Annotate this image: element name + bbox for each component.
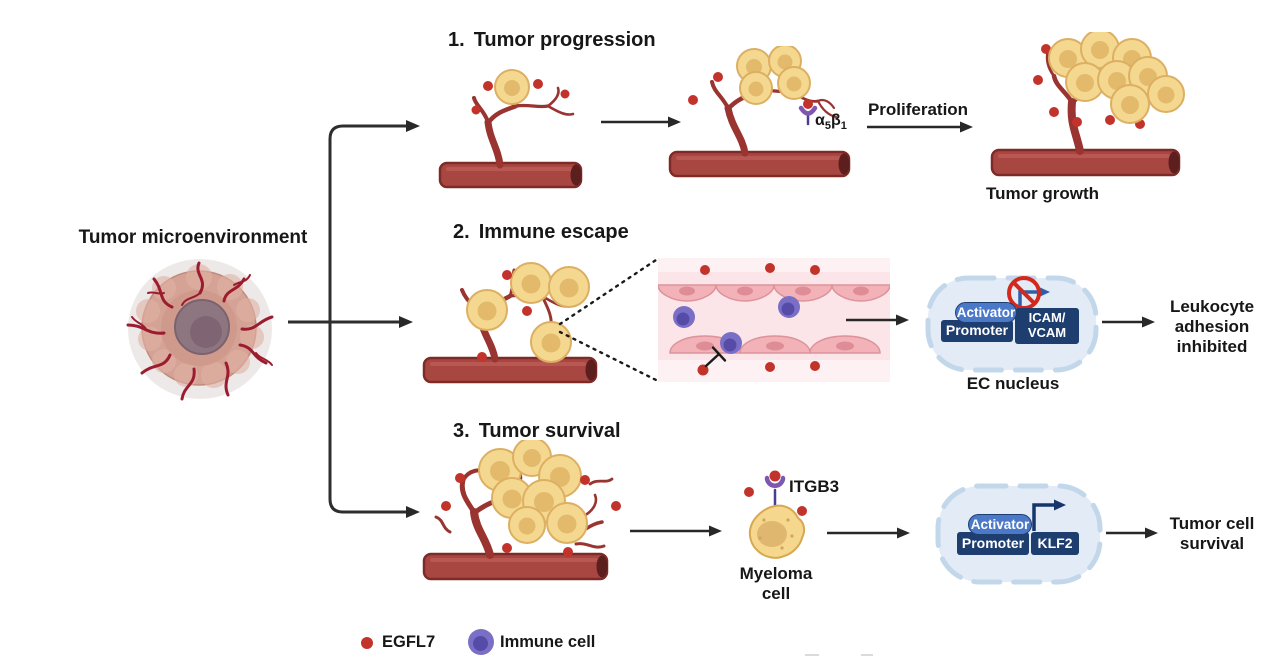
promoter-box: Promoter [957,532,1029,555]
arrow-nucleus-to-survival-outcome [1106,527,1158,539]
gene-line1: ICAM/ [1028,310,1066,326]
blood-vessel [668,150,851,178]
klf2-gene-box: KLF2 [1031,532,1079,555]
legend-egfl7-label: EGFL7 [382,633,436,651]
activator-pill: Activator [955,302,1017,323]
tumor-growth-label: Tumor growth [986,184,1099,203]
blood-vessel [422,552,609,581]
itgb3-label: ITGB3 [789,477,840,496]
branch-bracket [288,120,420,518]
tumor-microenvironment-illustration [126,259,274,401]
icam-vcam-gene-box: ICAM/VCAM [1015,308,1079,344]
endothelial-cells-bottom [669,335,881,354]
tumor-growth-illustration [990,32,1185,177]
blood-vessel [438,161,583,189]
tumor-survival-cluster-illustration [422,440,621,581]
pathway1-heading: 1.Tumor progression [448,29,656,51]
gene-line2: VCAM [1027,325,1067,340]
myeloma-nucleus: Activator Promoter KLF2 [930,476,1108,588]
itgb3-receptor-icon [764,470,786,509]
activator-pill: Activator [968,514,1032,535]
pathway3-heading: 3.Tumor survival [453,420,621,442]
active-transcription-arrow-icon [1032,499,1066,531]
cell-speckles [758,518,794,550]
egfl7-dots [477,270,532,362]
immune-cells [673,296,800,354]
promoter-box: Promoter [941,320,1013,342]
vessel-sprout-early-illustration [438,69,583,189]
inhibition-symbol [704,346,727,368]
cropped-artifact-dash [861,654,873,656]
proliferation-label: Proliferation [867,100,969,119]
integrin-receptor-icon [798,99,818,126]
arrow-cluster-to-myeloma [630,525,722,537]
myeloma-cell-illustration [744,470,807,559]
tumor-core-shadow [190,316,222,348]
egfl7-dots [688,72,723,105]
egfl7-dots [471,79,570,115]
vessel-lumen-zoom-panel [658,258,890,382]
legend-immune-cell-label: Immune cell [500,633,596,651]
legend-immune-cell-inner [473,636,488,651]
vessel-branches [710,62,838,157]
ec-nucleus-caption: EC nucleus [966,374,1060,393]
arrow-proliferation [867,121,973,133]
endothelial-cells-top [658,284,890,302]
vessel-sprout-integrin-illustration [668,46,851,178]
vessel-lumen-art [658,258,890,382]
ec-nucleus: Activator Promoter ICAM/VCAM [920,266,1105,378]
lumen-bottom-strip [658,360,890,382]
tumor-vessels [126,261,274,401]
blood-vessel [990,148,1181,177]
tumor-microenvironment-label: Tumor microenvironment [78,227,308,248]
tumor-cell [494,69,530,105]
egfl7-dots [697,263,820,376]
immune-escape-cluster-illustration [422,262,598,384]
blood-vessel [422,356,598,384]
cropped-artifact-dash [805,654,819,656]
tumor-cell-cluster [1048,32,1185,124]
arrow-nucleus-to-leukocyte-outcome [1102,316,1155,328]
integrin-a5b1-label: α5β1 [815,112,847,133]
egfl7-dots [744,487,807,516]
tumor-cell-cluster [478,440,588,544]
tumor-cell-cluster [736,46,811,105]
pathway2-heading: 2.Immune escape [453,221,629,243]
egfl7-dots [441,473,621,557]
myeloma-cell-body [748,504,806,559]
legend-egfl7-dot [361,637,373,649]
